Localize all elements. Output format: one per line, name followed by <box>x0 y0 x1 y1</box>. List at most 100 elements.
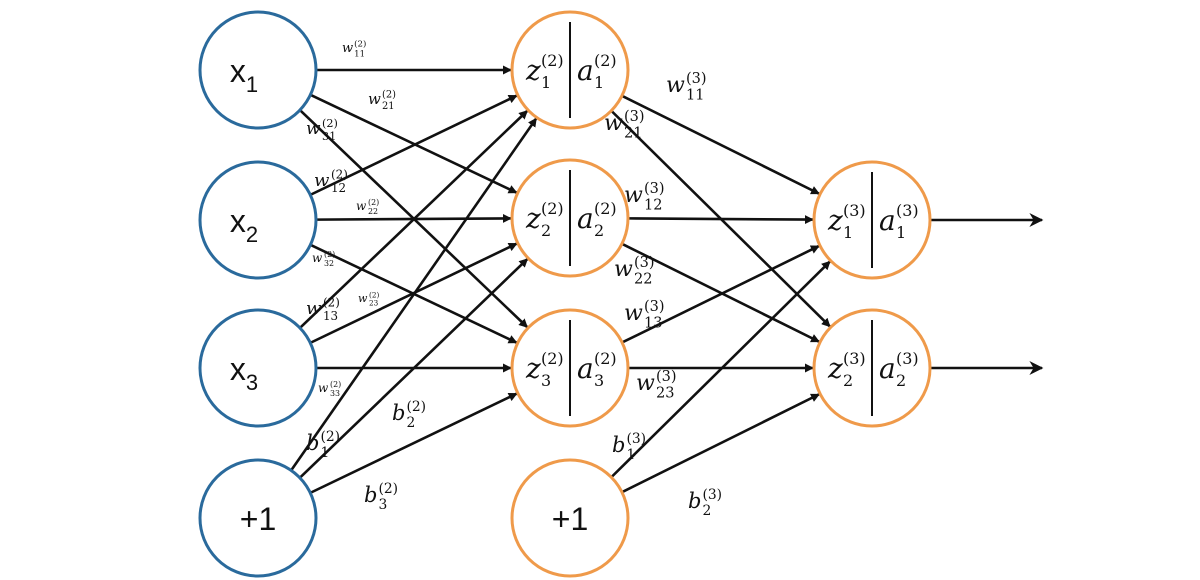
node-z-label: z <box>525 352 541 385</box>
weight-label-base: w <box>624 301 643 326</box>
node-z-sub: 2 <box>843 371 853 390</box>
node-z-sub: 3 <box>541 371 551 390</box>
weight-label-sub: 12 <box>644 197 662 213</box>
edge-h2-o1 <box>627 215 814 225</box>
weight-label-base: b <box>364 483 377 507</box>
weight-label-sup: (2) <box>323 295 340 309</box>
weight-label-w12_2: w(2)12 <box>314 167 348 195</box>
node-circle <box>510 458 630 578</box>
node-z-sub: 1 <box>843 223 853 242</box>
node-z-sup: (2) <box>541 51 564 70</box>
weight-label-w33_2: w(2)33 <box>318 380 341 398</box>
hidden-node-hb: +1 <box>510 458 630 578</box>
input-node-label: x2 <box>230 203 258 247</box>
weight-label-sub: 12 <box>331 181 346 195</box>
node-z-sup: (2) <box>541 349 564 368</box>
edge-x2-h1 <box>309 94 518 197</box>
node-a-sup: (3) <box>896 349 919 368</box>
weight-label-w22_3: w(3)22 <box>614 255 655 288</box>
weight-label-base: w <box>306 298 322 319</box>
weight-label-base: w <box>312 251 323 265</box>
input-node-b1: +1 <box>198 458 318 578</box>
weight-label-base: w <box>604 111 623 136</box>
weight-label-sup: (2) <box>330 380 341 389</box>
weight-label-sup: (3) <box>644 299 665 315</box>
edge-b1-h2 <box>298 257 529 479</box>
weight-label-sub: 23 <box>369 299 379 308</box>
weight-label-sup: (3) <box>624 109 645 125</box>
weight-label-base: w <box>666 73 685 98</box>
weight-label-w22_2: w(2)22 <box>356 198 379 216</box>
input-node-x2: x2 <box>198 160 318 280</box>
weight-label-sup: (3) <box>686 71 707 87</box>
edge-x3-h1 <box>299 109 529 329</box>
weight-label-sub: 1 <box>320 445 329 461</box>
weight-label-sup: (3) <box>644 181 665 197</box>
weight-label-sub: 2 <box>702 503 711 519</box>
weight-label-base: w <box>358 292 368 305</box>
weight-label-sub: 3 <box>378 497 387 513</box>
node-z-sup: (3) <box>843 201 866 220</box>
weight-label-sub: 13 <box>323 309 338 323</box>
edges-layer <box>290 65 1044 495</box>
node-z-label: z <box>525 202 541 235</box>
weight-label-base: w <box>356 199 367 213</box>
weight-label-base: w <box>614 257 633 282</box>
weight-label-sub: 13 <box>644 315 662 331</box>
node-a-label: a <box>577 202 594 235</box>
edge-h3-o1 <box>621 244 820 344</box>
edge-hb-o2 <box>621 393 820 494</box>
weight-label-sub: 11 <box>686 87 704 103</box>
edge-h1-o1 <box>621 94 820 195</box>
node-a-sub: 3 <box>594 371 604 390</box>
weight-label-sub: 22 <box>634 271 652 287</box>
weight-label-w12_3: w(3)12 <box>624 181 665 214</box>
weight-label-w23_3: w(3)23 <box>636 369 677 402</box>
weight-label-b1_2: b(2)1 <box>306 429 340 461</box>
input-node-label: x3 <box>230 351 258 395</box>
weight-label-w13_3: w(3)13 <box>624 299 665 332</box>
node-a-sup: (2) <box>594 51 617 70</box>
weight-label-sub: 1 <box>626 447 635 463</box>
weight-label-w23_2: w(2)23 <box>358 290 379 307</box>
weight-label-base: w <box>636 371 655 396</box>
weight-label-base: b <box>306 431 319 455</box>
weight-label-sup: (2) <box>331 167 348 181</box>
node-a-sub: 1 <box>896 223 906 242</box>
weight-label-sup: (2) <box>382 90 396 101</box>
weight-label-w21_3: w(3)21 <box>604 109 645 142</box>
weight-labels-layer: w(2)11w(2)21w(2)31w(2)12w(2)22w(2)32w(2)… <box>306 39 722 520</box>
weight-label-sub: 31 <box>322 130 336 143</box>
weight-label-sub: 2 <box>406 415 415 431</box>
weight-label-sup: (3) <box>656 369 677 385</box>
weight-label-w21_2: w(2)21 <box>368 90 396 112</box>
weight-label-w11_3: w(3)11 <box>666 71 707 104</box>
weight-label-b2_2: b(2)2 <box>392 399 426 431</box>
weight-label-base: b <box>392 401 405 425</box>
weight-label-sup: (3) <box>634 255 655 271</box>
weight-label-base: w <box>342 41 353 56</box>
node-a-label: a <box>577 54 594 87</box>
weight-label-base: w <box>306 119 321 139</box>
node-a-label: a <box>879 204 896 237</box>
weight-label-sub: 33 <box>330 389 340 398</box>
node-z-sup: (3) <box>843 349 866 368</box>
node-z-sub: 2 <box>541 221 551 240</box>
weight-label-sup: (3) <box>626 431 646 447</box>
input-node-label: +1 <box>240 501 276 537</box>
weight-label-base: w <box>368 90 381 108</box>
node-a-sup: (2) <box>594 349 617 368</box>
weight-label-base: w <box>624 183 643 208</box>
node-a-sup: (2) <box>594 199 617 218</box>
weight-label-sub: 22 <box>368 207 378 216</box>
node-a-sup: (3) <box>896 201 919 220</box>
weight-label-sup: (2) <box>368 198 379 207</box>
node-a-sub: 1 <box>594 73 604 92</box>
weight-label-sup: (2) <box>378 481 398 497</box>
node-a-label: a <box>879 352 896 385</box>
node-a-sub: 2 <box>594 221 604 240</box>
